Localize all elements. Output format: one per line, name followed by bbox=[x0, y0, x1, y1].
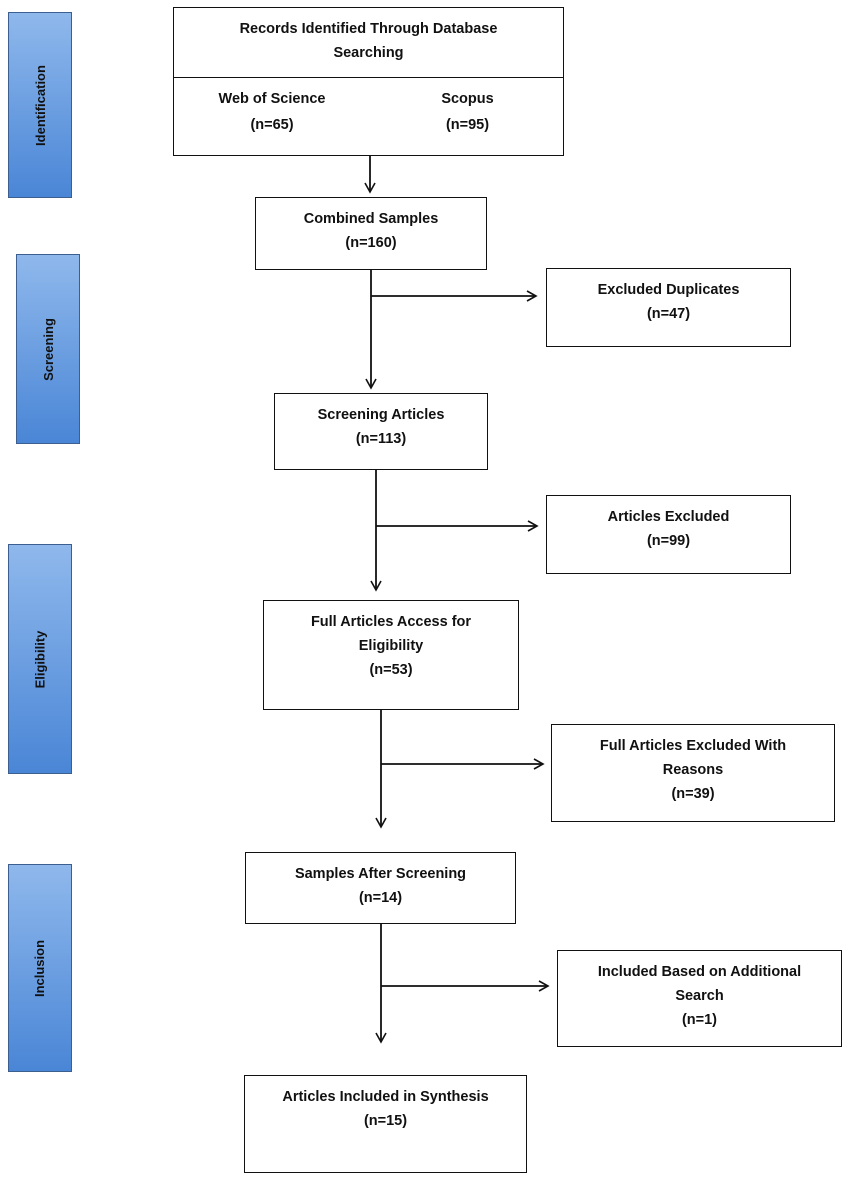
synthesis-box: Articles Included in Synthesis (n=15) bbox=[244, 1075, 527, 1173]
duplicates-count: (n=47) bbox=[646, 306, 691, 322]
phase-inclusion: Inclusion bbox=[8, 864, 72, 1072]
full-articles-count: (n=53) bbox=[369, 662, 413, 678]
full-articles-box: Full Articles Access for Eligibility (n=… bbox=[263, 600, 519, 710]
web-of-science-cell: Web of Science (n=65) bbox=[174, 78, 370, 164]
combined-box: Combined Samples (n=160) bbox=[255, 197, 487, 270]
scopus-label: Scopus bbox=[441, 91, 494, 107]
articles-excluded-label: Articles Excluded bbox=[607, 509, 730, 525]
scopus-cell: Scopus (n=95) bbox=[370, 78, 565, 164]
web-of-science-label: Web of Science bbox=[218, 91, 326, 107]
records-title: Records Identified Through Database Sear… bbox=[174, 8, 563, 78]
screening-articles-count: (n=113) bbox=[355, 431, 407, 447]
records-box: Records Identified Through Database Sear… bbox=[173, 7, 564, 156]
additional-box: Included Based on Additional Search (n=1… bbox=[557, 950, 842, 1047]
phase-eligibility-label: Eligibility bbox=[32, 630, 48, 688]
after-screening-label: Samples After Screening bbox=[294, 866, 467, 882]
full-excluded-label: Full Articles Excluded With Reasons bbox=[599, 738, 787, 778]
full-articles-label: Full Articles Access for Eligibility bbox=[310, 614, 472, 654]
phase-eligibility: Eligibility bbox=[8, 544, 72, 774]
phase-identification-label: Identification bbox=[32, 64, 48, 146]
web-of-science-count: (n=65) bbox=[250, 117, 294, 133]
phase-identification: Identification bbox=[8, 12, 72, 198]
additional-label: Included Based on Additional Search bbox=[597, 964, 802, 1004]
phase-inclusion-label: Inclusion bbox=[32, 939, 48, 997]
combined-label: Combined Samples bbox=[303, 211, 439, 227]
duplicates-label: Excluded Duplicates bbox=[597, 282, 740, 298]
scopus-count: (n=95) bbox=[445, 117, 490, 133]
full-excluded-count: (n=39) bbox=[671, 786, 715, 802]
phase-screening: Screening bbox=[16, 254, 80, 444]
after-screening-box: Samples After Screening (n=14) bbox=[245, 852, 516, 924]
screening-articles-label: Screening Articles bbox=[317, 407, 445, 423]
phase-screening-label: Screening bbox=[40, 317, 56, 381]
combined-count: (n=160) bbox=[345, 235, 397, 251]
synthesis-count: (n=15) bbox=[363, 1113, 408, 1129]
after-screening-count: (n=14) bbox=[358, 890, 403, 906]
synthesis-label: Articles Included in Synthesis bbox=[282, 1089, 489, 1105]
articles-excluded-count: (n=99) bbox=[646, 533, 691, 549]
articles-excluded-box: Articles Excluded (n=99) bbox=[546, 495, 791, 574]
full-excluded-box: Full Articles Excluded With Reasons (n=3… bbox=[551, 724, 835, 822]
additional-count: (n=1) bbox=[681, 1012, 718, 1028]
screening-articles-box: Screening Articles (n=113) bbox=[274, 393, 488, 470]
duplicates-box: Excluded Duplicates (n=47) bbox=[546, 268, 791, 347]
